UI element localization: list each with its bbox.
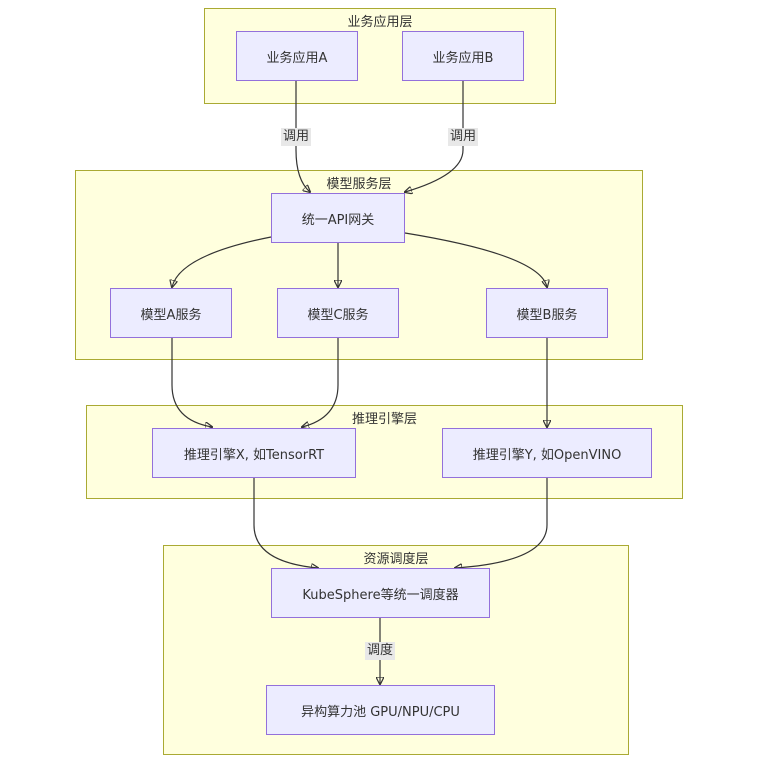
- edge-engine-x-to-scheduler: [253, 477, 318, 568]
- layer-model-service-title: 模型服务层: [326, 177, 392, 192]
- node-engine-x[interactable]: 推理引擎X, 如TensorRT: [152, 428, 356, 478]
- edge-model-a-to-engine-x: [171, 337, 212, 427]
- layer-inference-title: 推理引擎层: [351, 412, 417, 427]
- node-compute-pool[interactable]: 异构算力池 GPU/NPU/CPU: [266, 685, 495, 735]
- edge-app-b-to-gateway: [405, 80, 464, 192]
- layer-resource-title: 资源调度层: [363, 552, 429, 567]
- node-scheduler[interactable]: KubeSphere等统一调度器: [271, 568, 490, 618]
- node-app-a[interactable]: 业务应用A: [236, 31, 358, 81]
- node-app-b[interactable]: 业务应用B: [402, 31, 524, 81]
- edge-model-c-to-engine-x: [302, 337, 339, 427]
- node-engine-y[interactable]: 推理引擎Y, 如OpenVINO: [442, 428, 652, 478]
- node-model-a-service[interactable]: 模型A服务: [110, 288, 232, 338]
- node-model-b-service[interactable]: 模型B服务: [486, 288, 608, 338]
- layer-business-title: 业务应用层: [347, 15, 413, 30]
- edge-label-call-b: 调用: [448, 128, 479, 146]
- node-model-c-service[interactable]: 模型C服务: [277, 288, 399, 338]
- edge-label-schedule: 调度: [365, 642, 396, 660]
- edge-gateway-to-model-a: [172, 236, 272, 287]
- edge-app-a-to-gateway: [295, 80, 310, 192]
- edge-engine-y-to-scheduler: [455, 477, 548, 568]
- edge-label-call-a: 调用: [281, 128, 312, 146]
- edge-gateway-to-model-b: [404, 232, 547, 287]
- node-api-gateway[interactable]: 统一API网关: [271, 193, 405, 243]
